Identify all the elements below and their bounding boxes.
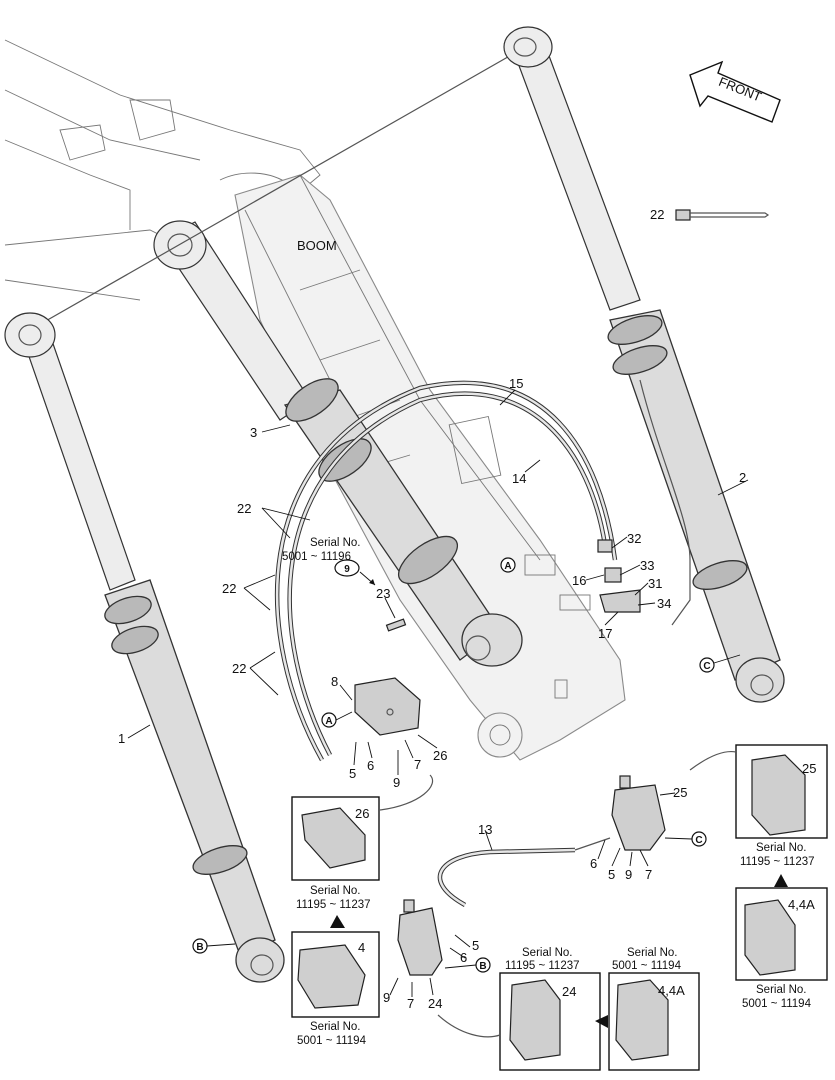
svg-text:A: A <box>504 561 511 572</box>
part-17: 17 <box>598 626 612 641</box>
ref-a-boom: A <box>500 557 516 573</box>
fitting-23 <box>385 618 407 632</box>
inset-4: 4 <box>291 931 380 1018</box>
part-22a: 22 <box>237 501 251 516</box>
part-5a: 5 <box>349 766 356 781</box>
serial-4-range: 5001 ~ 11194 <box>297 1035 367 1047</box>
arrow-24 <box>437 1014 501 1038</box>
part-31: 31 <box>648 576 662 591</box>
inset-24-label: 24 <box>562 984 576 999</box>
part-8: 8 <box>331 674 338 689</box>
inset-4-4a-right: 4,4A <box>735 887 828 981</box>
arrow-26 <box>379 774 434 811</box>
inset-24: 24 <box>499 972 601 1071</box>
part-22d: 22 <box>650 207 664 222</box>
hose-arc-14-15 <box>274 380 641 762</box>
ref-9-circle: 9 <box>334 559 376 586</box>
inset-26: 26 <box>291 796 380 881</box>
serial-24-title: Serial No. <box>522 947 573 959</box>
valve-25 <box>611 775 666 851</box>
serial-4-title: Serial No. <box>310 1021 361 1033</box>
part-26a: 26 <box>433 748 447 763</box>
serial-main-range: 5001 ~ 11196 <box>282 551 351 563</box>
inset-25: 25 <box>735 744 828 839</box>
boom-cylinder-2 <box>503 26 785 703</box>
ref-c-cylinder: C <box>699 654 741 673</box>
part-13: 13 <box>478 822 492 837</box>
part-6a: 6 <box>367 758 374 773</box>
serial-25-title: Serial No. <box>756 842 807 854</box>
inset-26-label: 26 <box>355 806 369 821</box>
part-7b: 7 <box>645 867 652 882</box>
part-3: 3 <box>250 425 257 440</box>
serial-26-range: 11195 ~ 11237 <box>296 899 371 911</box>
serial-main-title: Serial No. <box>310 537 361 549</box>
part-33: 33 <box>640 558 654 573</box>
part-9a: 9 <box>393 775 400 790</box>
part-25a: 25 <box>673 785 687 800</box>
serial-44a-right-range: 5001 ~ 11194 <box>742 998 812 1010</box>
ref-c-valve: C <box>664 831 707 847</box>
ref-b-valve: B <box>444 957 491 973</box>
serial-24-range: 11195 ~ 11237 <box>505 960 580 972</box>
part-7c: 7 <box>407 996 414 1011</box>
part-9b: 9 <box>625 867 632 882</box>
part-22c: 22 <box>232 661 246 676</box>
part-5c: 5 <box>472 938 479 953</box>
part-7a: 7 <box>414 757 421 772</box>
serial-25-range: 11195 ~ 11237 <box>740 856 815 868</box>
part-16: 16 <box>572 573 586 588</box>
part-22b: 22 <box>222 581 236 596</box>
svg-text:C: C <box>695 835 702 846</box>
valve-24 <box>397 899 443 976</box>
boom <box>234 174 626 761</box>
inset-25-label: 25 <box>802 761 816 776</box>
part-24a: 24 <box>428 996 442 1011</box>
ref-a-valve: A <box>321 711 353 728</box>
svg-text:A: A <box>325 716 332 727</box>
boom-cylinder-1 <box>4 49 521 983</box>
part-23: 23 <box>376 586 390 601</box>
svg-text:B: B <box>196 942 203 953</box>
svg-text:9: 9 <box>344 564 350 575</box>
inset-4-4a-right-label: 4,4A <box>788 897 815 912</box>
hose-13 <box>437 837 611 907</box>
triangle-up-left <box>330 915 345 928</box>
valve-8 <box>354 677 421 736</box>
part-15: 15 <box>509 376 523 391</box>
triangle-up-right <box>774 874 788 887</box>
svg-text:C: C <box>703 661 710 672</box>
part-5b: 5 <box>608 867 615 882</box>
cable-tie-22 <box>675 209 770 221</box>
inset-4-4a-bottom-label: 4,4A <box>658 983 685 998</box>
part-9c: 9 <box>383 990 390 1005</box>
front-arrow: FRONT <box>689 60 781 123</box>
triangle-left <box>595 1015 608 1028</box>
part-32: 32 <box>627 531 641 546</box>
serial-26-title: Serial No. <box>310 885 361 897</box>
part-2: 2 <box>739 470 746 485</box>
serial-44a-right-title: Serial No. <box>756 984 807 996</box>
inset-4-label: 4 <box>358 940 365 955</box>
inset-4-4a-bottom: 4,4A <box>608 972 700 1071</box>
serial-44a-title: Serial No. <box>627 947 678 959</box>
leader-lines <box>127 389 749 997</box>
part-1: 1 <box>118 731 125 746</box>
part-6c: 6 <box>460 950 467 965</box>
serial-44a-range: 5001 ~ 11194 <box>612 960 682 972</box>
ref-b-cylinder: B <box>192 938 236 954</box>
svg-text:B: B <box>479 961 486 972</box>
arrow-25 <box>689 750 737 771</box>
upper-frame <box>4 39 321 301</box>
boom-label: BOOM <box>297 238 337 253</box>
part-6b: 6 <box>590 856 597 871</box>
part-34: 34 <box>657 596 671 611</box>
part-14: 14 <box>512 471 526 486</box>
